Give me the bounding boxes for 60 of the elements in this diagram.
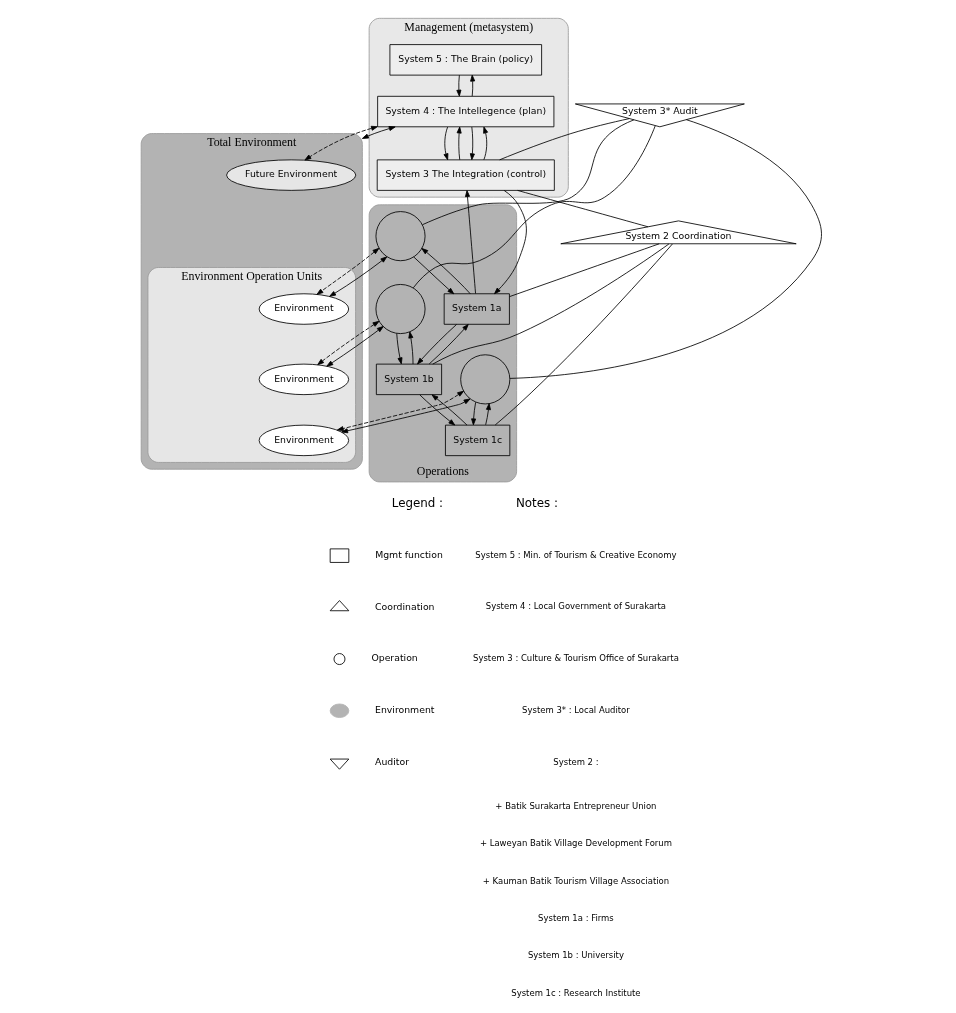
- connector: [517, 189, 649, 228]
- legend-label: Operation: [371, 652, 418, 664]
- label: System 1c : Research Institute: [511, 987, 641, 998]
- label: System 5 : Min. of Tourism & Creative Economy: [475, 549, 677, 560]
- arrow: [428, 324, 469, 365]
- node-ellipse: Future Environment: [226, 159, 357, 191]
- arrow: [485, 403, 491, 426]
- connector: [494, 243, 673, 426]
- label: Notes :: [515, 496, 558, 511]
- label: System 3 : Culture & Tourism Office of Surakarta: [473, 653, 679, 664]
- label: System 1b : University: [527, 950, 624, 961]
- arrow: [316, 247, 380, 295]
- connector: [422, 119, 635, 226]
- node-ellipse: Environment: [258, 363, 350, 396]
- connector: [432, 243, 670, 365]
- label: System 2 :: [553, 756, 599, 767]
- arrow: [465, 190, 476, 294]
- node-box: System 3 The Integration (control): [376, 159, 555, 191]
- arrow: [419, 394, 456, 426]
- arrow: [396, 333, 403, 365]
- arrow: [413, 256, 455, 295]
- arrow: [469, 126, 475, 161]
- connector: [499, 118, 630, 161]
- label: Legend :: [391, 496, 444, 511]
- arrow: [471, 401, 477, 426]
- arrow: [431, 394, 468, 426]
- arrow: [417, 324, 457, 365]
- label: + Batik Surakarta Entrepreneur Union: [495, 801, 657, 812]
- arrow: [483, 126, 488, 161]
- arrow: [317, 320, 380, 366]
- arrow: [341, 398, 471, 434]
- arrow: [304, 125, 378, 161]
- label: System 3* : Local Auditor: [522, 704, 630, 715]
- connector: [509, 119, 822, 379]
- legend-label: Coordination: [374, 600, 435, 612]
- arrow: [443, 126, 449, 161]
- label: System 1a : Firms: [538, 912, 614, 923]
- label: System 4 : Local Government of Surakarta: [485, 601, 667, 612]
- arrow: [470, 74, 476, 97]
- arrow: [326, 326, 384, 367]
- node-box: System 5 : The Brain (policy): [389, 44, 543, 76]
- arrow: [361, 126, 396, 139]
- label: + Laweyan Batik Village Development Forum: [479, 838, 672, 849]
- label: + Kauman Batik Tourism Village Association: [482, 875, 670, 886]
- connector: [509, 243, 660, 297]
- arrow: [494, 190, 527, 295]
- arrow: [421, 248, 471, 295]
- node-box: System 1b: [375, 363, 443, 396]
- arrow: [329, 256, 388, 297]
- legend-label: Environment: [375, 704, 435, 716]
- arrow: [456, 74, 462, 97]
- legend-label: Auditor: [375, 755, 410, 767]
- node-box: System 1a: [443, 293, 510, 325]
- arrow: [408, 331, 414, 365]
- legend-label: Mgmt function: [375, 549, 443, 561]
- node-box: System 1c: [445, 424, 511, 457]
- arrow: [336, 390, 464, 432]
- arrow: [456, 126, 462, 161]
- node-box: System 4 : The Intellegence (plan): [377, 95, 555, 128]
- connector: [412, 125, 656, 289]
